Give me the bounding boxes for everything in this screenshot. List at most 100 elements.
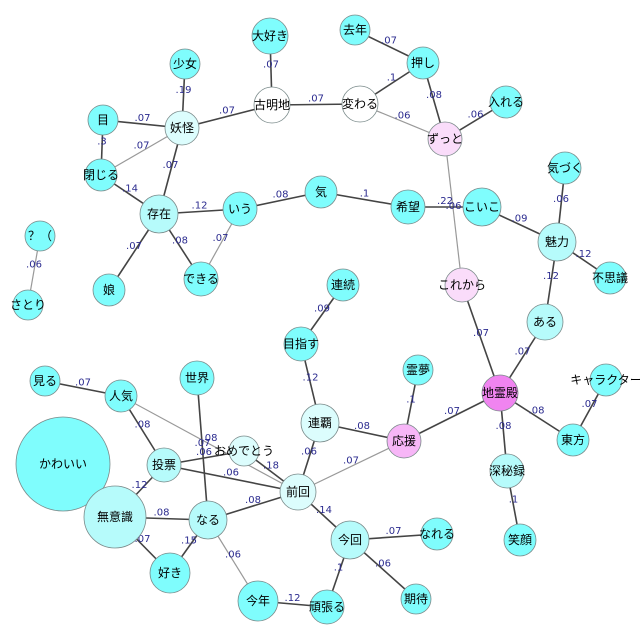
node-ninki: 人気 xyxy=(104,379,138,413)
node-label: 東方 xyxy=(561,432,585,447)
node-kibou: 希望 xyxy=(390,189,426,225)
node-label: こいこ xyxy=(464,200,500,214)
node-me: 目 xyxy=(87,104,119,136)
edge-weight-label: .07 xyxy=(126,241,142,252)
node-label: ある xyxy=(533,315,557,329)
node-circle xyxy=(188,500,228,540)
node-circle xyxy=(169,48,201,80)
edge-weight-label: .06 xyxy=(301,447,317,458)
node-label: 深秘録 xyxy=(489,463,525,478)
edge-weight-label: .14 xyxy=(316,505,332,516)
edge-weight-label: .07 xyxy=(163,160,179,171)
node-label: 地霊殿 xyxy=(482,386,518,400)
edge-weight-label: .07 xyxy=(195,438,211,449)
nodes-layer: かわいい無意識なる好き投票人気見る世界おめでとう前回連覇目指す連続今回なれる期待… xyxy=(10,14,640,625)
node-label: 頑張る xyxy=(309,600,345,614)
node-label: 押し xyxy=(411,56,435,70)
node-label: 変わる xyxy=(342,96,378,111)
node-iu: いう xyxy=(222,191,258,227)
node-label: 存在 xyxy=(147,207,171,221)
node-label: なる xyxy=(196,513,220,527)
node-mezasu: 目指す xyxy=(283,326,319,362)
node-sekai: 世界 xyxy=(179,360,215,396)
node-circle xyxy=(83,485,147,549)
node-label: 霊夢 xyxy=(406,363,430,377)
node-circle xyxy=(402,354,434,386)
node-circle xyxy=(589,363,623,397)
edge-weight-label: .06 xyxy=(468,110,484,121)
node-circle xyxy=(149,552,191,594)
node-label: 魅力 xyxy=(545,234,569,249)
node-circle xyxy=(481,374,519,412)
node-circle xyxy=(222,191,258,227)
node-circle xyxy=(253,86,291,124)
edge-weight-label: .06 xyxy=(446,201,462,212)
node-label: いう xyxy=(228,202,252,216)
edge-touhyou-zenkai xyxy=(163,464,299,493)
node-renpa: 連覇 xyxy=(300,403,340,443)
edge-korekara-zutto xyxy=(444,138,463,286)
edge-weight-label: .1 xyxy=(360,189,370,200)
edge-weight-label: .07 xyxy=(134,141,150,152)
node-ireru: 入れる xyxy=(488,85,524,119)
node-label: 前回 xyxy=(286,484,310,499)
node-circle xyxy=(593,261,627,295)
node-circle xyxy=(29,365,61,397)
node-label: 見る xyxy=(33,374,57,388)
node-circle xyxy=(87,104,119,136)
edge-weight-label: .06 xyxy=(223,468,239,479)
edge-weight-label: .3 xyxy=(97,137,107,148)
node-satori: さとり xyxy=(10,289,46,321)
edge-weight-label: .14 xyxy=(122,184,138,195)
node-label: 目 xyxy=(97,113,109,127)
node-reimu: 霊夢 xyxy=(402,354,434,386)
node-circle xyxy=(400,583,432,615)
edge-weight-label: .08 xyxy=(202,433,218,444)
node-label: 好き xyxy=(158,566,182,580)
node-q: ？（ xyxy=(24,220,56,252)
edge-weight-label: .12 xyxy=(576,249,592,260)
node-label: 応援 xyxy=(392,434,416,448)
node-label: さとり xyxy=(10,298,46,312)
node-label: 世界 xyxy=(185,371,209,385)
node-aru: ある xyxy=(526,303,564,341)
edge-weight-label: .12 xyxy=(543,271,559,282)
edge-weight-label: .07 xyxy=(135,113,151,124)
node-circle xyxy=(237,580,279,622)
node-circle xyxy=(300,403,340,443)
edge-weight-label: .08 xyxy=(273,190,289,201)
edge-weight-label: .1 xyxy=(334,563,344,574)
edge-weight-label: .08 xyxy=(496,421,512,432)
edge-weight-label: .1 xyxy=(387,73,397,84)
node-label: 妖怪 xyxy=(170,121,194,135)
edge-weight-label: .09 xyxy=(512,214,528,225)
edge-weight-label: .07 xyxy=(219,106,235,117)
node-shinpiroku: 深秘録 xyxy=(489,453,525,489)
node-komeiji: 古明地 xyxy=(253,86,291,124)
edge-weight-label: .06 xyxy=(26,260,42,271)
node-ki: 気 xyxy=(304,175,338,209)
node-circle xyxy=(146,447,182,483)
node-circle xyxy=(406,46,440,80)
node-label: なれる xyxy=(419,527,455,541)
edge-weight-label: .07 xyxy=(582,399,598,410)
edge-weight-label: .07 xyxy=(515,347,531,358)
node-circle xyxy=(283,326,319,362)
node-kawaru: 変わる xyxy=(341,85,379,123)
edge-weight-label: .06 xyxy=(196,447,212,458)
node-circle xyxy=(251,17,289,55)
edge-weight-label: .07 xyxy=(263,60,279,71)
node-label: 去年 xyxy=(343,23,367,37)
node-koishi: こいこ xyxy=(462,187,502,227)
node-shoujo: 少女 xyxy=(169,48,201,80)
edge-weight-label: .08 xyxy=(245,495,261,506)
node-miru: 見る xyxy=(29,365,61,397)
node-circle xyxy=(420,517,454,551)
node-circle xyxy=(489,85,523,119)
edge-weight-label: .07 xyxy=(75,378,91,389)
node-label: 期待 xyxy=(404,592,428,606)
edge-weight-label: .1 xyxy=(509,495,519,506)
edge-weight-label: .12 xyxy=(132,480,148,491)
node-omedetou: おめでとう xyxy=(214,435,274,467)
